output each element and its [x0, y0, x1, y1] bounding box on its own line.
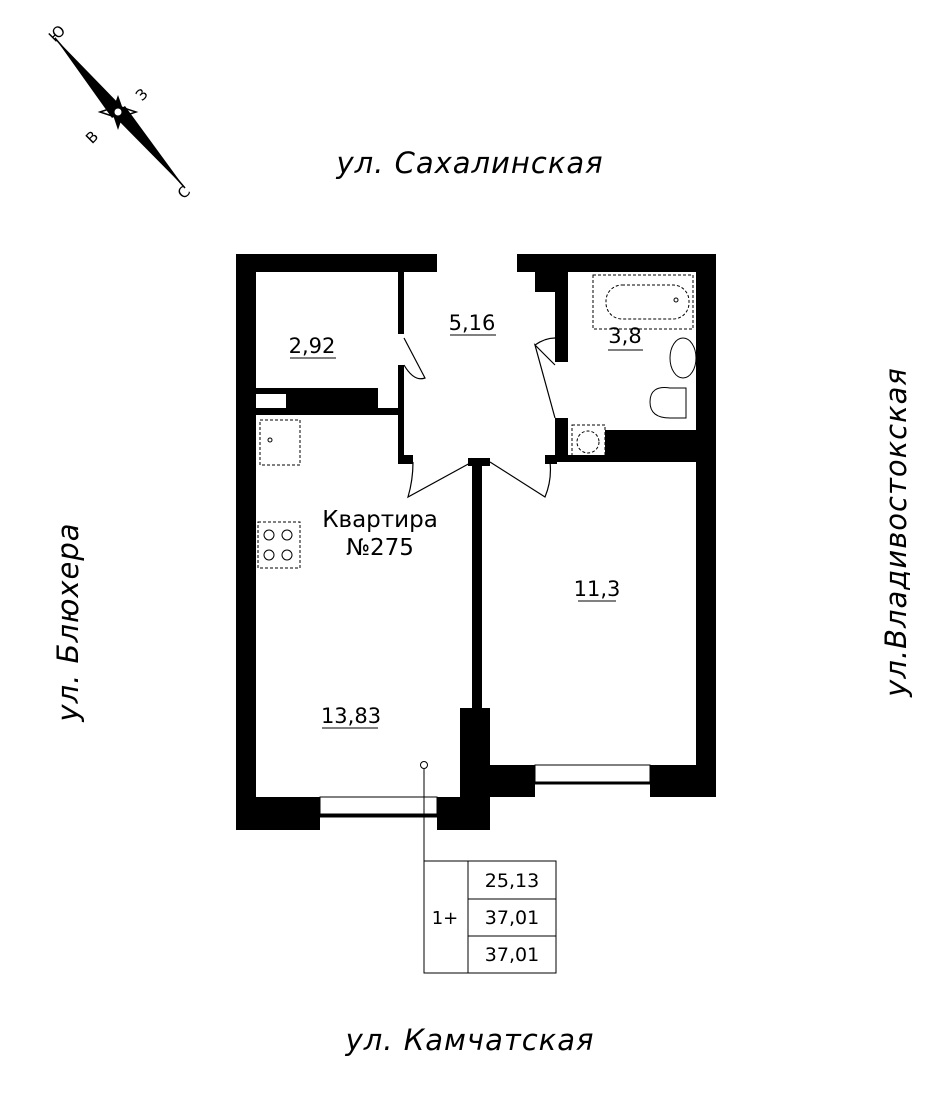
kitchen-sink-icon — [259, 419, 301, 466]
compass-rose-icon — [54, 37, 186, 189]
street-east: ул.Владивостокская — [879, 367, 913, 698]
washing-machine-icon — [576, 430, 600, 454]
street-west: ул. Блюхера — [51, 522, 85, 722]
sink-icon — [669, 337, 697, 379]
room-area-storage: 2,92 — [289, 334, 336, 358]
compass-west-label: З — [132, 85, 152, 105]
compass-north-label: С — [174, 182, 194, 202]
fixtures — [257, 274, 697, 569]
room-area-bedroom: 11,3 — [574, 577, 621, 601]
doors — [403, 337, 556, 499]
apartment-label: Квартира — [322, 507, 438, 533]
total-area-with-balcony: 37,01 — [485, 944, 539, 966]
room-labels: 2,92 5,16 3,8 11,3 13,83 Квартира №275 — [289, 311, 643, 729]
area-summary-table: 1+ 25,13 37,01 37,01 — [420, 761, 557, 974]
total-area: 37,01 — [485, 907, 539, 929]
toilet-icon — [649, 387, 687, 419]
street-south: ул. Камчатская — [345, 1023, 595, 1057]
street-north: ул. Сахалинская — [335, 146, 603, 180]
bathtub-icon — [592, 274, 694, 330]
room-area-kitchen-living: 13,83 — [321, 704, 381, 728]
stove-icon — [257, 521, 301, 569]
room-area-hall: 5,16 — [449, 311, 496, 335]
room-area-bathroom: 3,8 — [608, 324, 641, 348]
apartment-type: 1+ — [432, 908, 459, 929]
windows — [319, 764, 651, 818]
compass-east-label: В — [82, 127, 102, 147]
living-area: 25,13 — [485, 870, 539, 892]
walls — [236, 254, 716, 830]
apartment-number: №275 — [346, 535, 414, 561]
compass-south-label: Ю — [45, 21, 69, 45]
